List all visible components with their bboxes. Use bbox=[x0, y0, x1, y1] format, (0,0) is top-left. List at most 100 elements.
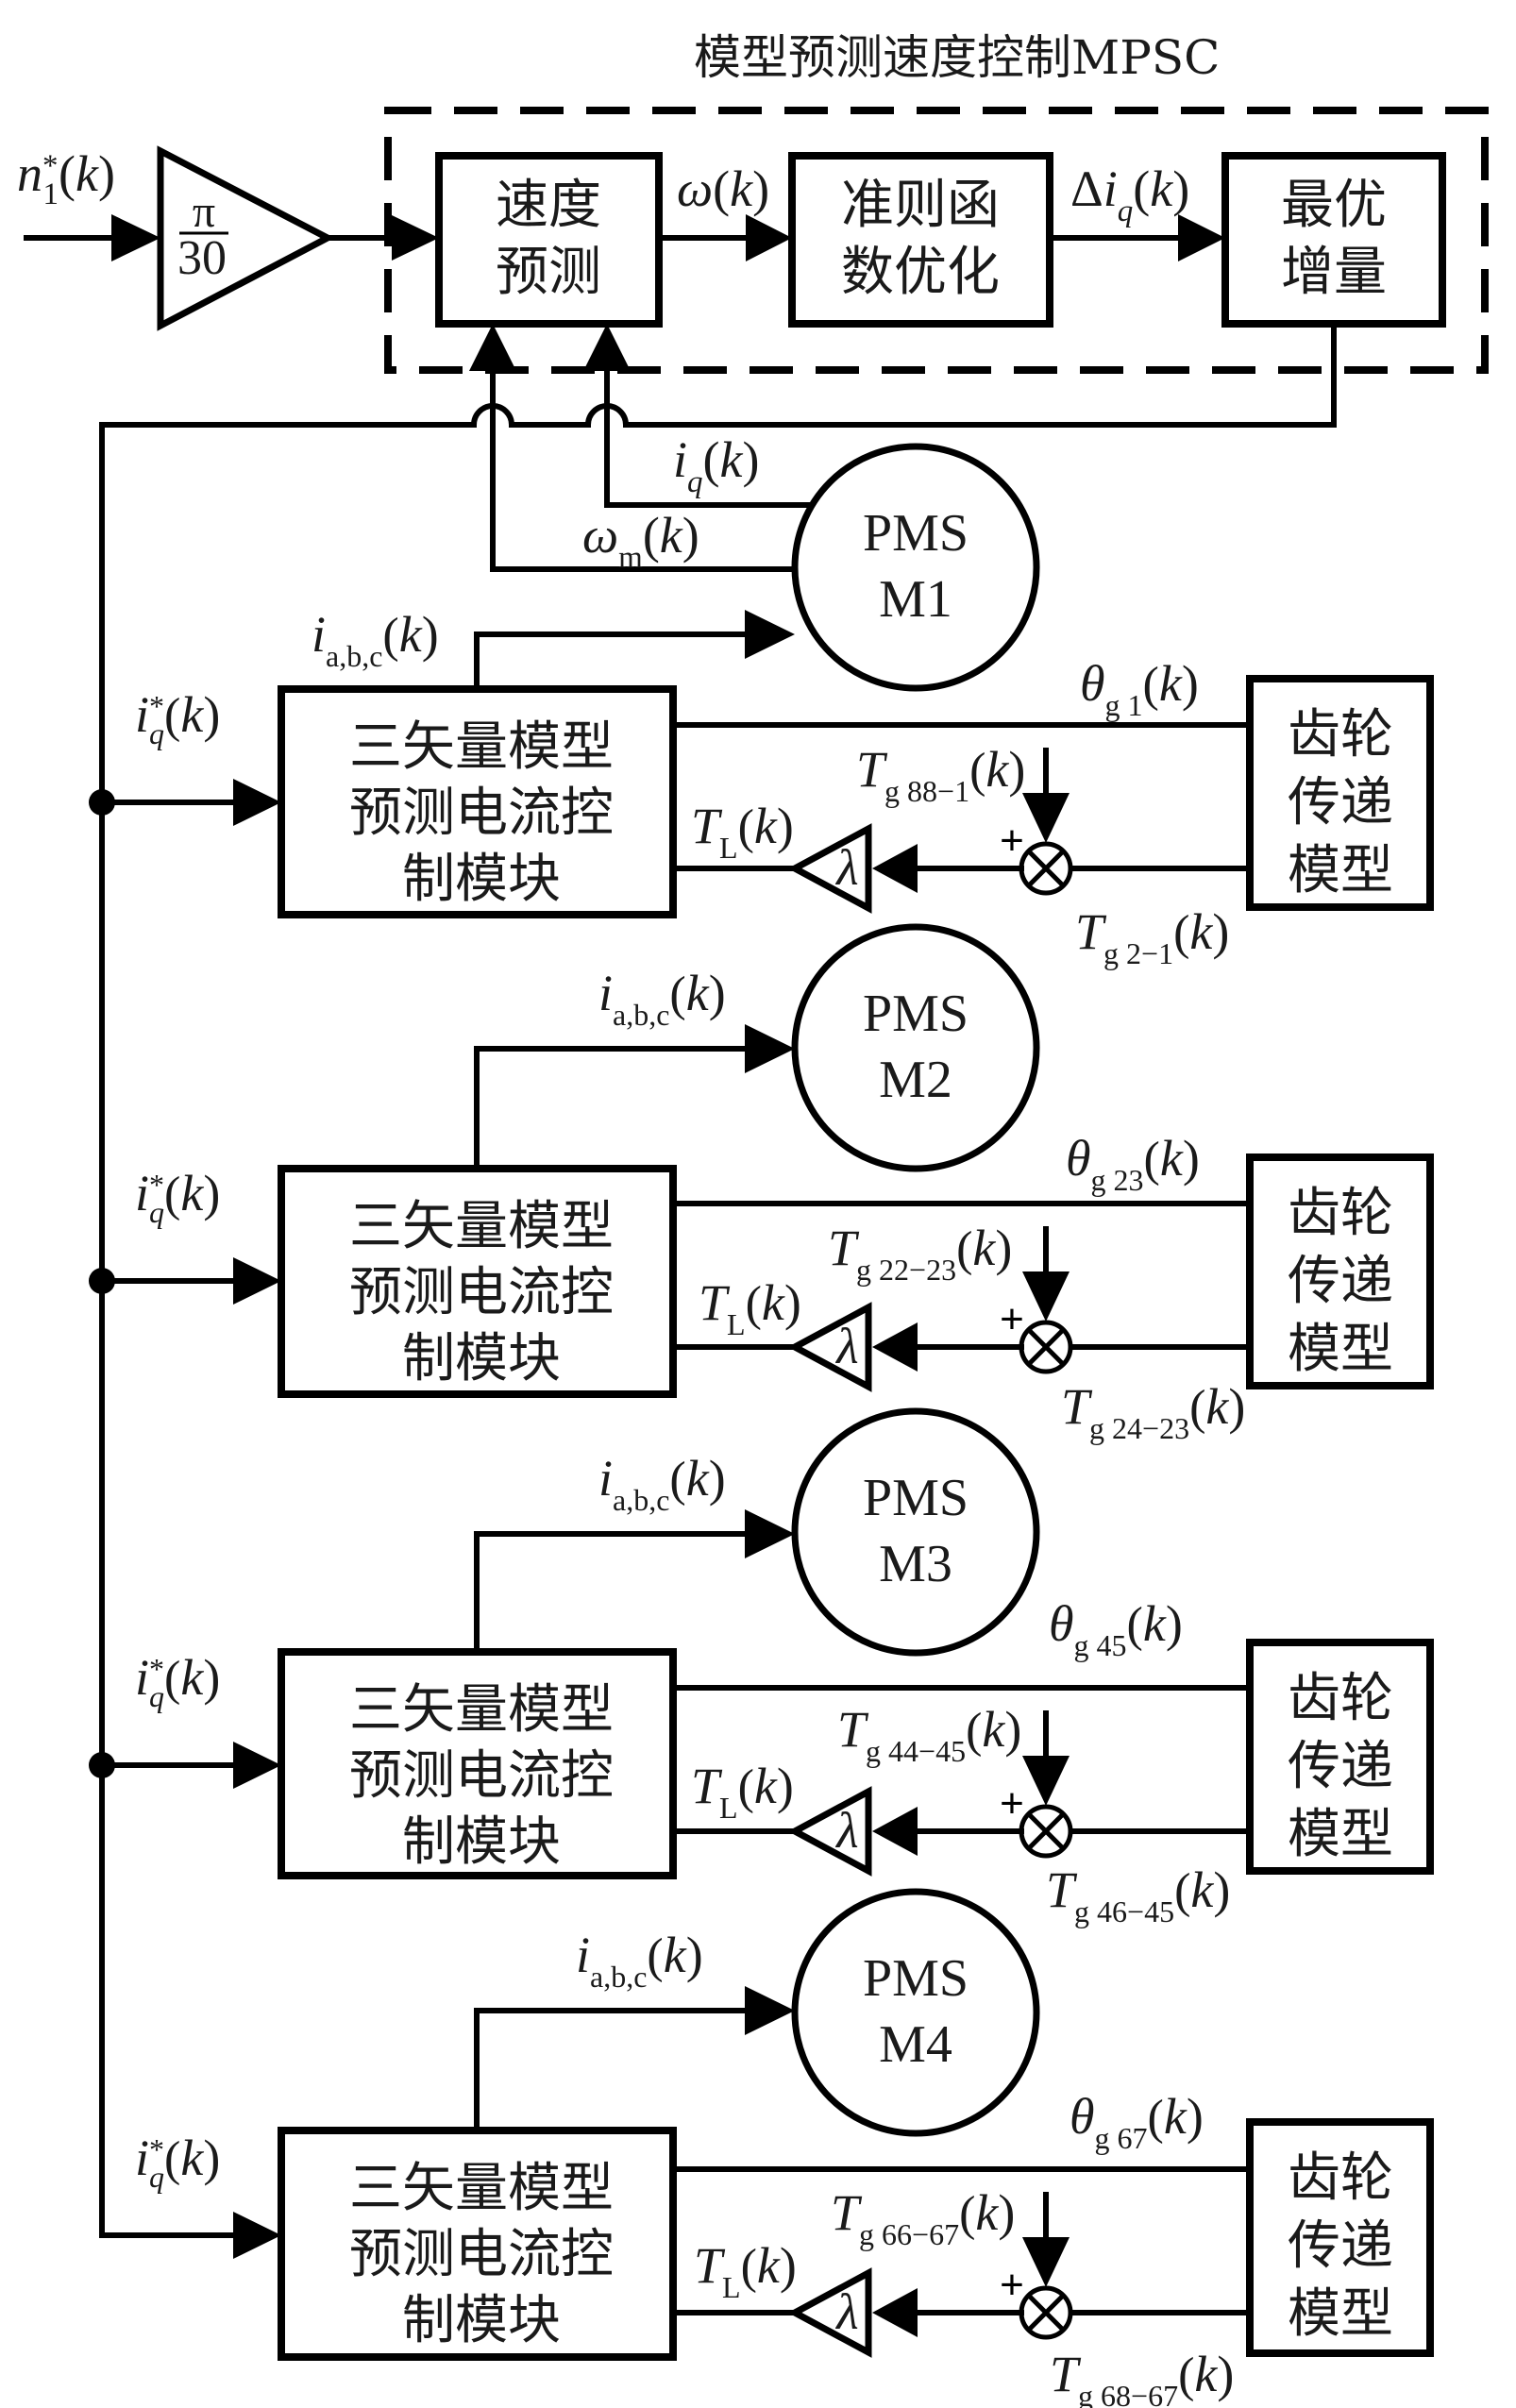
label-argument: k bbox=[399, 606, 423, 663]
gear-model-box bbox=[1246, 2118, 1434, 2357]
label-paren-open: ( bbox=[669, 968, 685, 1021]
label-paren-open: ( bbox=[1174, 1864, 1190, 1918]
torque-out-label: Tg 46−45(k) bbox=[1046, 1861, 1230, 1928]
label-argument: k bbox=[664, 1927, 687, 1983]
lambda-gain[interactable]: λ bbox=[787, 1786, 872, 1877]
label-paren-open: ( bbox=[647, 1929, 663, 1983]
label-symbol: ω bbox=[582, 507, 618, 564]
motor-type-text: PMS bbox=[863, 985, 969, 1043]
label-paren-open: ( bbox=[969, 744, 985, 798]
speed-prediction-block[interactable]: 速度 预测 bbox=[435, 152, 663, 328]
label-symbol: i bbox=[312, 606, 326, 663]
label-paren-close: ) bbox=[682, 507, 699, 564]
label-argument: k bbox=[1194, 2346, 1218, 2402]
plus-sign: + bbox=[1000, 1296, 1024, 1342]
abc-current-label: ia,b,c(k) bbox=[598, 1450, 726, 1517]
label-paren-open: ( bbox=[959, 2187, 975, 2241]
motor-id-text: M3 bbox=[879, 1535, 952, 1593]
gear-model-text-line-2: 传递 bbox=[1288, 2215, 1393, 2277]
label-paren-open: ( bbox=[741, 2240, 757, 2294]
iq-ref-arrowhead bbox=[233, 1742, 281, 1789]
label-symbol: i bbox=[135, 1649, 149, 1706]
math-text: Tg 2−1(k) bbox=[1075, 903, 1229, 970]
abc-current-arrowhead bbox=[745, 1509, 795, 1558]
math-text: i*q(k) bbox=[135, 686, 220, 750]
gear-model-text-line-2: 传递 bbox=[1288, 772, 1393, 834]
motor-type-text: PMS bbox=[863, 504, 969, 563]
bus-arrowhead-4 bbox=[233, 2212, 281, 2259]
label-paren-open: ( bbox=[382, 609, 398, 663]
label-argument: k bbox=[1160, 1130, 1184, 1187]
lambda-gain[interactable]: λ bbox=[787, 1302, 872, 1392]
motor-id-text: M1 bbox=[879, 570, 952, 629]
label-paren-close: ) bbox=[422, 606, 439, 663]
math-text: Tg 66−67(k) bbox=[831, 2184, 1015, 2251]
label-subscript: g 68−67 bbox=[1078, 2379, 1178, 2408]
label-paren-open: ( bbox=[164, 1652, 180, 1706]
lambda-gain[interactable]: λ bbox=[787, 823, 872, 914]
torque-out-label: Tg 68−67(k) bbox=[1050, 2346, 1234, 2408]
gear-angle-label: θg 23(k) bbox=[1066, 1130, 1200, 1197]
abc-current-arrowhead bbox=[745, 1986, 795, 2035]
omega-m-arrowhead bbox=[469, 324, 516, 371]
pmsm-motor-1[interactable]: PMS M1 bbox=[791, 443, 1040, 692]
label-symbol: i bbox=[673, 431, 687, 488]
label-argument: k bbox=[1189, 903, 1213, 960]
lambda-input-arrowhead bbox=[872, 2288, 918, 2337]
gain-numerator: π bbox=[193, 187, 215, 237]
label-symbol: T bbox=[691, 798, 723, 854]
omega-label: ω(k) bbox=[677, 160, 769, 217]
math-text: n*1(k) bbox=[17, 145, 115, 211]
math-text: Tg 24−23(k) bbox=[1061, 1378, 1245, 1445]
label-argument: k bbox=[720, 431, 744, 488]
lambda-symbol: λ bbox=[834, 839, 858, 896]
gear-model-box bbox=[1246, 675, 1434, 911]
current-control-text-line-1: 三矢量模型 bbox=[349, 1196, 614, 1257]
label-paren-close: ) bbox=[1183, 1130, 1200, 1187]
input-arrowhead bbox=[111, 214, 160, 261]
summing-junction bbox=[1019, 2285, 1073, 2340]
label-paren-close: ) bbox=[752, 160, 769, 217]
label-argument: k bbox=[686, 1450, 710, 1507]
torque-out-label: Tg 24−23(k) bbox=[1061, 1378, 1245, 1445]
iq-ref-label: i*q(k) bbox=[135, 686, 220, 750]
plus-sign: + bbox=[1000, 817, 1024, 864]
current-control-text-line-1: 三矢量模型 bbox=[349, 2158, 614, 2219]
load-torque-label: TL(k) bbox=[691, 798, 794, 865]
plus-sign: + bbox=[1000, 1780, 1024, 1827]
label-paren-close: ) bbox=[1228, 1378, 1245, 1435]
label-paren-open: ( bbox=[643, 507, 660, 564]
label-paren-close: ) bbox=[709, 1450, 726, 1507]
math-text: ia,b,c(k) bbox=[576, 1927, 703, 1994]
label-argument: k bbox=[660, 507, 683, 564]
label-symbol: T bbox=[1050, 2346, 1082, 2402]
label-paren-close: ) bbox=[1212, 903, 1229, 960]
current-control-text-line-2: 预测电流控 bbox=[349, 1262, 614, 1323]
current-control-box bbox=[278, 1165, 677, 1398]
label-symbol: T bbox=[1061, 1378, 1093, 1435]
current-control-text-line-3: 制模块 bbox=[402, 1328, 561, 1389]
label-paren-close: ) bbox=[998, 2184, 1015, 2241]
label-symbol: θ bbox=[1066, 1130, 1091, 1187]
label-paren-close: ) bbox=[203, 2130, 220, 2186]
label-argument: k bbox=[757, 2237, 781, 2294]
optimal-increment-block[interactable]: 最优 增量 bbox=[1221, 152, 1446, 328]
label-symbol: θ bbox=[1070, 2088, 1095, 2145]
gain-block[interactable]: π 30 bbox=[157, 145, 335, 331]
lambda-triangle bbox=[787, 1786, 872, 1877]
label-paren-close: ) bbox=[777, 1758, 794, 1814]
cost-function-block[interactable]: 准则函 数优化 bbox=[788, 152, 1053, 328]
lambda-gain[interactable]: λ bbox=[787, 2267, 872, 2358]
